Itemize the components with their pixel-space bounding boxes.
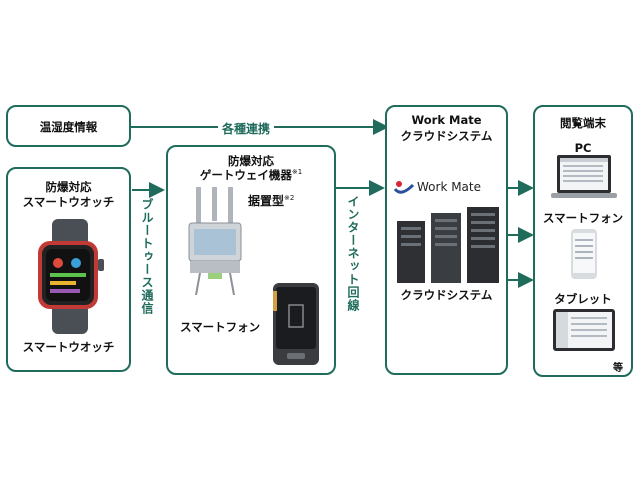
bluetooth-label: ブルートゥース通信 — [140, 198, 154, 315]
pc-label: PC — [574, 141, 592, 155]
tablet-label: タブレット — [554, 292, 612, 306]
temp-info-box: 温湿度情報 — [6, 105, 131, 147]
cloud-title-2: クラウドシステム — [400, 129, 493, 143]
smartphone-icon — [571, 229, 597, 279]
terminal-box: 閲覧端末 PC スマートフォン タブレット 等 — [533, 105, 633, 377]
smartwatch-title-1: 防爆対応 — [45, 180, 92, 194]
gateway-title-1: 防爆対応 — [228, 154, 274, 168]
link-label: 各種連携 — [218, 120, 275, 137]
gateway-title-2-text: ゲートウェイ機器 — [199, 168, 292, 182]
pc-icon — [551, 155, 617, 198]
cloud-title-1: Work Mate — [411, 113, 482, 127]
smartwatch-title-2: スマートウオッチ — [22, 195, 115, 209]
terminal-smartphone-label: スマートフォン — [542, 211, 624, 225]
cloud-box: Work Mate クラウドシステム Work Mate クラウドシステム — [385, 105, 508, 375]
smartwatch-caption: スマートウオッチ — [22, 340, 115, 354]
workmate-logo-icon — [393, 181, 415, 194]
gateway-title-2: ゲートウェイ機器※1 — [168, 167, 334, 183]
etc-label: 等 — [613, 363, 623, 374]
server-rack-icon — [397, 207, 499, 283]
workmate-logo-text: Work Mate — [417, 180, 481, 194]
rugged-phone-icon — [273, 283, 319, 365]
gateway-box: 防爆対応 ゲートウェイ機器※1 据置型※2 スマートフォン — [166, 145, 336, 375]
gateway-smartphone-label: スマートフォン — [180, 320, 261, 334]
tablet-icon — [553, 309, 615, 351]
gateway-device-icon — [188, 187, 242, 295]
note-1: ※1 — [291, 168, 303, 177]
cloud-caption: クラウドシステム — [400, 288, 493, 302]
note-2: ※2 — [284, 194, 295, 202]
stationary-label: 据置型※2 — [248, 192, 294, 209]
smartwatch-icon — [38, 219, 104, 334]
stationary-text: 据置型 — [248, 194, 285, 208]
internet-label: インターネット回線 — [346, 195, 360, 312]
smartwatch-box: 防爆対応 スマートウオッチ スマートウオッチ — [6, 167, 131, 372]
terminal-title: 閲覧端末 — [560, 116, 606, 130]
temp-info-label: 温湿度情報 — [39, 120, 98, 134]
